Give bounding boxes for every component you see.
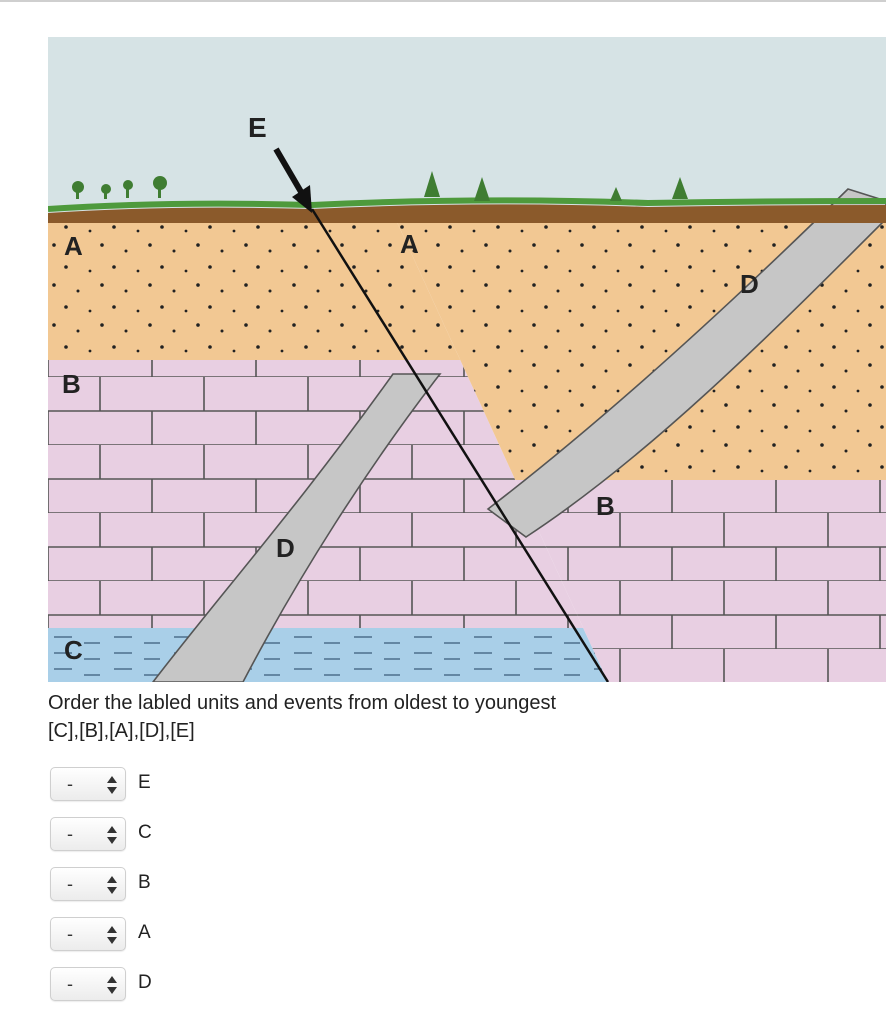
label-dike-d-right: D xyxy=(740,269,759,299)
order-select-c[interactable]: - xyxy=(50,817,126,851)
answer-label: C xyxy=(138,822,152,843)
order-select-b[interactable]: - xyxy=(50,867,126,901)
dike-d-right xyxy=(486,188,886,538)
event-e-arrowhead xyxy=(292,185,312,213)
label-unit-a-left: A xyxy=(64,231,83,261)
fault-line xyxy=(310,208,610,682)
grass-line xyxy=(48,197,886,212)
dike-d-left xyxy=(151,373,442,682)
question-text: Order the labled units and events from o… xyxy=(48,689,556,745)
answer-label: E xyxy=(138,772,151,793)
order-select-e[interactable]: - xyxy=(50,767,126,801)
event-e-arrow xyxy=(273,147,307,199)
geologic-cross-section: E A A B B C D D xyxy=(48,37,886,682)
top-divider xyxy=(0,0,886,2)
ground-surface xyxy=(48,204,886,223)
select-value: - xyxy=(67,974,73,994)
select-value: - xyxy=(67,874,73,894)
question-hint: [C],[B],[A],[D],[E] xyxy=(48,720,195,742)
select-value: - xyxy=(67,924,73,944)
label-unit-b-left: B xyxy=(62,369,81,399)
label-unit-b-right: B xyxy=(596,491,615,521)
label-dike-d-left: D xyxy=(276,533,295,563)
answer-label: D xyxy=(138,972,152,993)
label-event-e: E xyxy=(248,112,267,143)
updown-arrows-icon xyxy=(107,876,117,894)
order-select-a[interactable]: - xyxy=(50,917,126,951)
select-value: - xyxy=(67,774,73,794)
trees xyxy=(72,171,688,201)
question-prompt: Order the labled units and events from o… xyxy=(48,692,557,714)
updown-arrows-icon xyxy=(107,926,117,944)
label-unit-a-right: A xyxy=(400,229,419,259)
answer-label: A xyxy=(138,922,151,943)
updown-arrows-icon xyxy=(107,976,117,994)
order-select-d[interactable]: - xyxy=(50,967,126,1001)
select-value: - xyxy=(67,824,73,844)
sky xyxy=(48,37,886,217)
updown-arrows-icon xyxy=(107,776,117,794)
answer-label: B xyxy=(138,872,151,893)
label-unit-c: C xyxy=(64,635,83,665)
updown-arrows-icon xyxy=(107,826,117,844)
layer-c xyxy=(48,628,608,682)
